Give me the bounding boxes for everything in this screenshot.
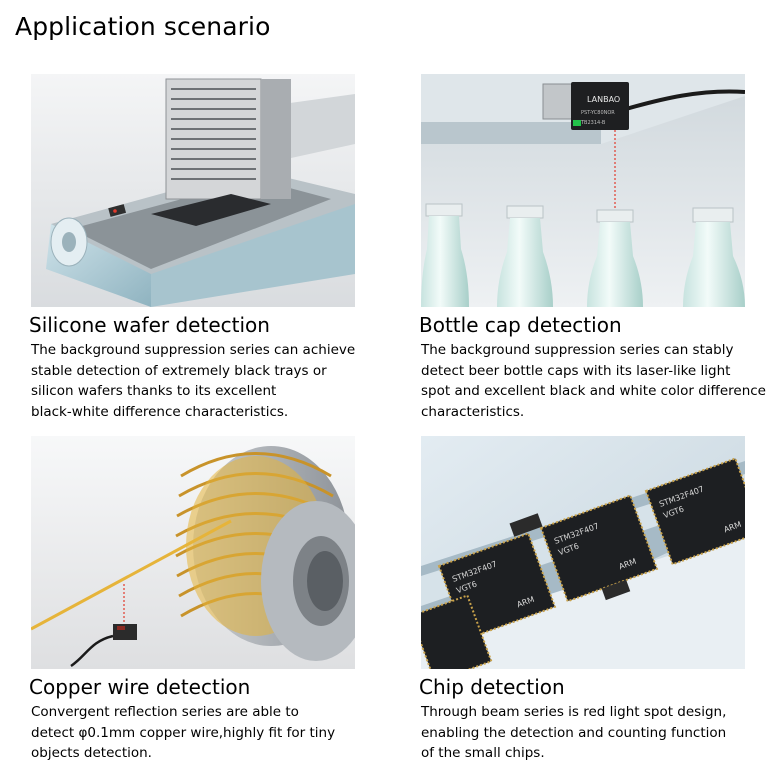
card-bottle-cap: LANBAO PST-YC80NOR TB2314-B B [419,74,766,422]
card-description: The background suppression series can st… [421,342,766,420]
silicone-wafer-image [31,74,355,307]
card-copper-wire: Copper wire detection Convergent reflect… [29,436,371,764]
chip-3: STM32F407 VGT6 ARM [644,457,745,566]
copper-wire-image [31,436,355,669]
bottle-cap-illustration: LANBAO PST-YC80NOR TB2314-B [421,74,745,307]
card-title: Silicone wafer detection [29,313,270,337]
card-silicone-wafer: Silicone wafer detection The background … [29,74,371,422]
sensor-model-label: PST-YC80NOR [581,110,615,116]
card-title: Chip detection [419,675,565,699]
copper-wire-illustration [31,436,355,669]
page-title: Application scenario [15,12,271,41]
bottle-cap-image: LANBAO PST-YC80NOR TB2314-B [421,74,745,307]
chip-image: STM32F407 VGT6 ARM STM32F407 VGT6 ARM ST… [421,436,745,669]
card-title: Copper wire detection [29,675,251,699]
conveyor-wafer-illustration [31,74,355,307]
sensor-brand-label: LANBAO [587,95,620,104]
card-description: The background suppression series can ac… [31,342,356,420]
card-description: Through beam series is red light spot de… [421,704,727,761]
sensor-code-label: TB2314-B [580,120,606,126]
card-title: Bottle cap detection [419,313,622,337]
card-description: Convergent reflection series are able to… [31,704,336,761]
chip-illustration: STM32F407 VGT6 ARM STM32F407 VGT6 ARM ST… [421,436,745,669]
card-chip: STM32F407 VGT6 ARM STM32F407 VGT6 ARM ST… [419,436,761,764]
